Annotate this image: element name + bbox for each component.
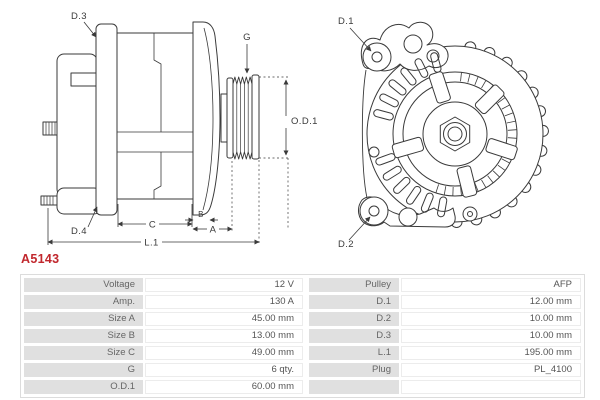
spec-value: 6 qty. [145,363,303,377]
bracket-hole [398,207,418,227]
side-view-drawing: G O.D.1 [40,11,318,249]
spec-label: D.3 [309,329,399,343]
spec-label: Amp. [24,295,143,309]
rear-mounting-plate [95,23,118,216]
dim-label-b: B [198,210,204,219]
spec-label: Plug [309,363,399,377]
front-pulley [391,71,518,198]
front-view-drawing: D.1 D.2 [338,16,549,250]
spec-value: 12 V [145,278,303,292]
bracket-hole [368,146,380,158]
alternator-body [116,32,194,200]
d1-leader [349,27,372,52]
dim-label-d2: D.2 [338,239,354,250]
mounting-ear [359,196,389,226]
spec-value: 10.00 mm [401,329,581,343]
d4-leader [87,206,98,228]
spec-label: O.D.1 [24,380,143,394]
terminal-stud [40,195,58,206]
spec-label: D.2 [309,312,399,326]
spec-value: 12.00 mm [401,295,581,309]
spec-value: 60.00 mm [145,380,303,394]
d3-leader [83,21,97,38]
shaft [220,93,228,143]
dim-label-d3: D.3 [71,11,87,22]
technical-drawing: G O.D.1 [40,11,549,250]
dim-label-g: G [243,32,251,43]
spec-label: L.1 [309,346,399,360]
dim-label-c: C [149,220,156,231]
spec-value: AFP [401,278,581,292]
bracket-ear [462,206,478,222]
terminal-stud [42,121,58,136]
bracket-hole [403,34,423,54]
bracket-hole [467,211,473,217]
vent-slots [373,52,448,218]
mounting-hole-d1 [371,51,383,63]
dim-label-l1: L.1 [144,238,158,249]
spec-value: 130 A [145,295,303,309]
spec-label: Pulley [309,278,399,292]
d2-leader [348,216,371,241]
bracket-edge [361,69,368,199]
bracket-hole [426,49,440,63]
spec-label [309,380,399,394]
spec-label: Size C [24,346,143,360]
dim-label-d4: D.4 [71,226,87,237]
spec-label: Size A [24,312,143,326]
shaft-circle [443,122,467,146]
spec-table-left-column: Voltage 12 V Amp. 130 A Size A 45.00 mm … [24,278,303,394]
dim-label-d1: D.1 [338,16,354,27]
spec-value: 10.00 mm [401,312,581,326]
spec-value [401,380,581,394]
bottom-mounting-arm [358,196,478,228]
pulley [226,74,260,160]
top-mounting-arm [360,21,449,72]
front-bracket [192,21,221,216]
spec-label: D.1 [309,295,399,309]
mounting-hole-d2 [368,205,380,217]
spec-value: 195.00 mm [401,346,581,360]
dim-lines [47,161,260,245]
spec-value: 49.00 mm [145,346,303,360]
dim-label-od1: O.D.1 [291,116,318,127]
lower-mounting-ear [56,187,102,215]
spec-value: 13.00 mm [145,329,303,343]
spec-label: G [24,363,143,377]
spec-value: PL_4100 [401,363,581,377]
product-code: A5143 [21,252,60,266]
pulley-spokes [391,71,518,198]
spec-table: Voltage 12 V Amp. 130 A Size A 45.00 mm … [20,274,585,398]
shaft-circle [447,126,463,142]
spec-label: Size B [24,329,143,343]
spec-value: 45.00 mm [145,312,303,326]
dim-label-a: A [210,225,217,236]
spec-table-right-column: Pulley AFP D.1 12.00 mm D.2 10.00 mm D.3… [309,278,581,394]
spec-label: Voltage [24,278,143,292]
rear-housing [40,53,102,215]
dim-od1 [258,76,290,243]
